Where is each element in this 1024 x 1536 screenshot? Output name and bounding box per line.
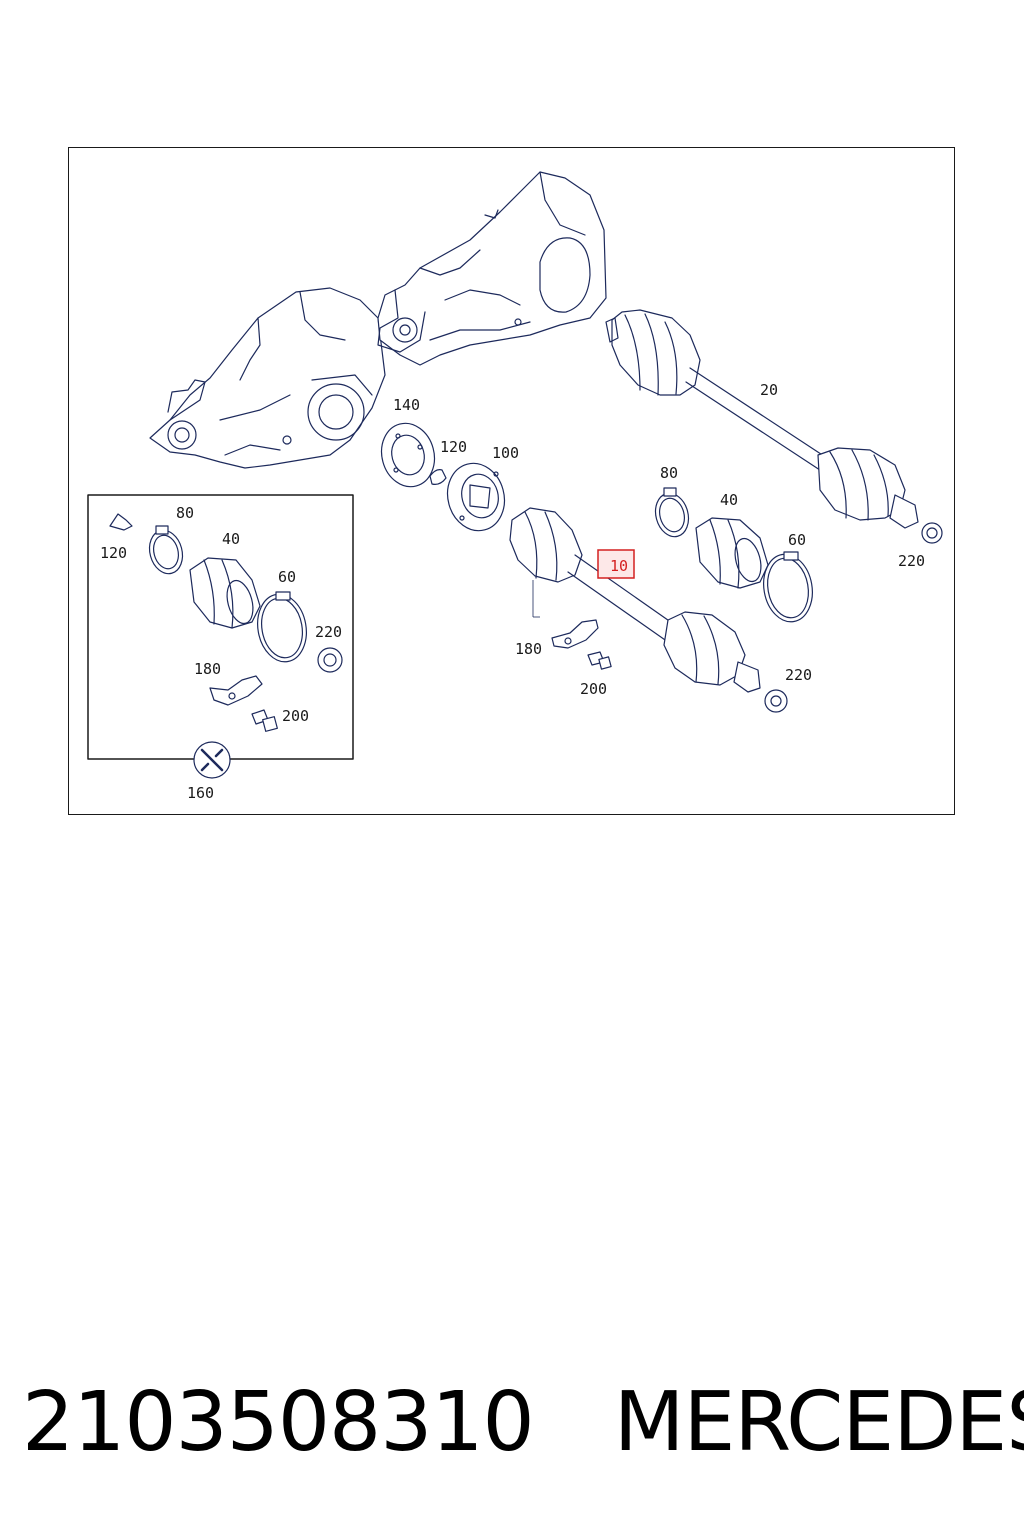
repair-kit-inset bbox=[87, 494, 354, 779]
circlip-120 bbox=[429, 469, 447, 485]
callout-100: 100 bbox=[492, 444, 519, 462]
callout-120-inset: 120 bbox=[100, 544, 127, 562]
callout-220-inset: 220 bbox=[315, 623, 342, 641]
callout-200-mid: 200 bbox=[580, 680, 607, 698]
drive-shaft-20 bbox=[605, 309, 943, 544]
joint-cover-100 bbox=[446, 462, 506, 532]
callout-120-top: 120 bbox=[440, 438, 467, 456]
diagram-frame bbox=[68, 147, 955, 815]
clamp-80-right bbox=[654, 487, 690, 538]
callout-labels: 20 140 120 100 80 40 60 220 180 200 220 … bbox=[100, 381, 925, 802]
callout-10: 10 bbox=[610, 557, 628, 575]
boot-40-right bbox=[695, 517, 769, 589]
callout-80-inset: 80 bbox=[176, 504, 194, 522]
callout-40-inset: 40 bbox=[222, 530, 240, 548]
callout-220-mid: 220 bbox=[785, 666, 812, 684]
callout-20: 20 bbox=[760, 381, 778, 399]
callout-200-inset: 200 bbox=[282, 707, 309, 725]
mounting-flange-140 bbox=[380, 422, 436, 488]
brand-name: MERCEDES bbox=[613, 1374, 1024, 1470]
callout-40-right: 40 bbox=[720, 491, 738, 509]
callout-60-right: 60 bbox=[788, 531, 806, 549]
callout-180-mid: 180 bbox=[515, 640, 542, 658]
part-number: 2103508310 bbox=[22, 1374, 535, 1470]
callout-180-inset: 180 bbox=[194, 660, 221, 678]
callout-60-inset: 60 bbox=[278, 568, 296, 586]
part-footer: 2103508310 MERCEDES bbox=[22, 1372, 1024, 1472]
drive-shaft-10 bbox=[509, 507, 788, 713]
clamp-60-right bbox=[763, 551, 813, 623]
highlight-box bbox=[597, 549, 635, 579]
callout-140: 140 bbox=[393, 396, 420, 414]
clamp-plate-180 bbox=[551, 619, 599, 649]
bolt-200 bbox=[587, 651, 612, 670]
callout-80-right: 80 bbox=[660, 464, 678, 482]
differential-housing bbox=[149, 287, 386, 469]
wrench-icon bbox=[193, 741, 231, 779]
axle-carrier bbox=[377, 171, 607, 366]
callout-10-highlighted[interactable]: 10 bbox=[597, 549, 635, 579]
callout-220-top: 220 bbox=[898, 552, 925, 570]
callout-160: 160 bbox=[187, 784, 214, 802]
